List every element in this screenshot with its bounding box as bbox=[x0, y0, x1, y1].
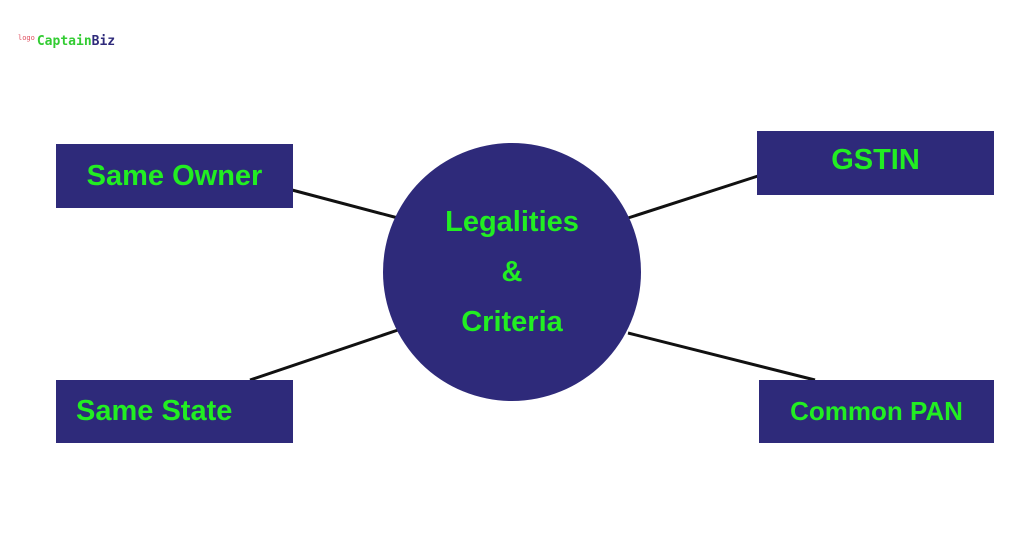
logo-tag: logo bbox=[18, 34, 35, 42]
logo-text-2: Biz bbox=[91, 34, 116, 49]
node-label: GSTIN bbox=[831, 143, 920, 176]
center-line-3: Criteria bbox=[461, 306, 563, 338]
connector-common-pan bbox=[627, 331, 816, 382]
node-common-pan: Common PAN bbox=[759, 380, 994, 443]
node-label: Same State bbox=[76, 395, 233, 427]
connector-same-owner bbox=[291, 188, 399, 220]
center-node: Legalities & Criteria bbox=[383, 143, 641, 401]
node-label: Common PAN bbox=[790, 396, 963, 426]
center-line-2: & bbox=[501, 256, 523, 288]
connector-gstin bbox=[627, 174, 759, 220]
node-same-owner: Same Owner bbox=[56, 144, 293, 208]
connector-same-state bbox=[249, 328, 399, 382]
logo-text-1: Captain bbox=[36, 34, 92, 49]
node-gstin: GSTIN bbox=[757, 131, 994, 195]
node-label: Same Owner bbox=[86, 159, 263, 192]
node-same-state: Same State bbox=[56, 380, 293, 443]
center-line-1: Legalities bbox=[445, 206, 579, 238]
